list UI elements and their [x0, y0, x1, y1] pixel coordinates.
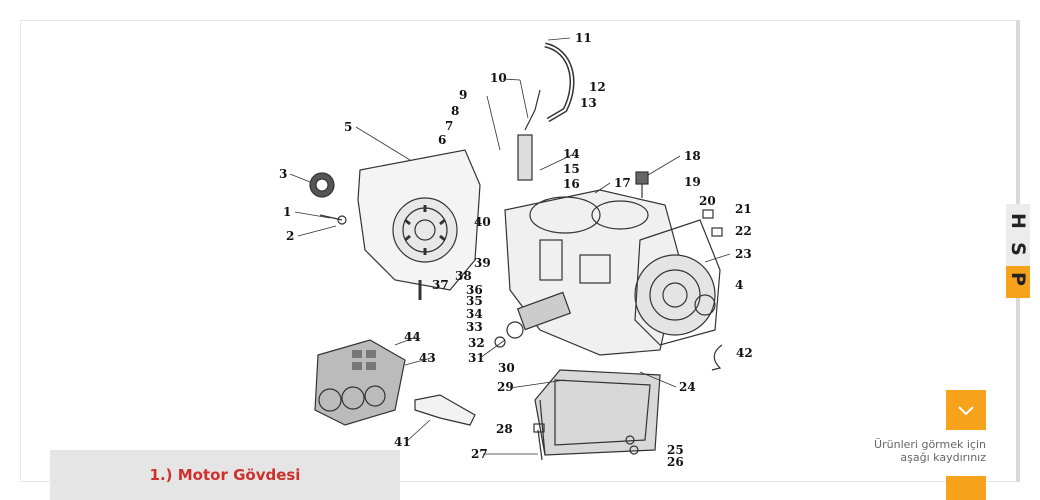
scroll-hint-line2: aşağı kaydırınız: [900, 451, 986, 464]
callout-39: 39: [474, 256, 491, 270]
hsp-letter-p: P: [1007, 272, 1029, 286]
callout-37: 37: [432, 278, 449, 292]
callout-4: 4: [735, 278, 743, 292]
callout-26: 26: [667, 455, 684, 469]
callout-32: 32: [468, 336, 485, 350]
callout-31: 31: [468, 351, 485, 365]
scroll-down-button[interactable]: [946, 390, 986, 430]
callout-28: 28: [496, 422, 513, 436]
callout-7: 7: [445, 119, 453, 133]
callout-38: 38: [455, 269, 472, 283]
hsp-side-logo[interactable]: H S P: [1006, 204, 1030, 298]
callout-18: 18: [684, 149, 701, 163]
callout-5: 5: [344, 120, 352, 134]
chevron-down-icon: [958, 406, 974, 416]
callout-6: 6: [438, 133, 446, 147]
callout-8: 8: [451, 104, 459, 118]
callout-21: 21: [735, 202, 752, 216]
callout-34: 34: [466, 307, 483, 321]
callout-9: 9: [459, 88, 467, 102]
callout-25: 25: [667, 443, 684, 457]
callout-11: 11: [575, 31, 592, 45]
callout-1: 1: [283, 205, 291, 219]
scroll-hint: Ürünleri görmek için aşağı kaydırınız: [858, 438, 986, 464]
callout-16: 16: [563, 177, 580, 191]
callout-19: 19: [684, 175, 701, 189]
hsp-letter-s: S: [1007, 242, 1029, 256]
callout-20: 20: [699, 194, 716, 208]
callout-14: 14: [563, 147, 580, 161]
callout-44: 44: [404, 330, 421, 344]
callout-36: 36: [466, 283, 483, 297]
callout-42: 42: [736, 346, 753, 360]
callout-40: 40: [474, 215, 491, 229]
callout-33: 33: [466, 320, 483, 334]
callout-30: 30: [498, 361, 515, 375]
part-title-bar: 1.) Motor Gövdesi: [50, 450, 400, 500]
callout-43: 43: [419, 351, 436, 365]
callout-17: 17: [614, 176, 631, 190]
scroll-hint-line1: Ürünleri görmek için: [874, 438, 986, 451]
callout-13: 13: [580, 96, 597, 110]
callout-29: 29: [497, 380, 514, 394]
callout-15: 15: [563, 162, 580, 176]
callout-22: 22: [735, 224, 752, 238]
callout-12: 12: [589, 80, 606, 94]
hsp-logo-accent: [1006, 266, 1030, 298]
callout-35: 35: [466, 294, 483, 308]
callout-23: 23: [735, 247, 752, 261]
callout-10: 10: [490, 71, 507, 85]
scroll-indicator-stub: [946, 476, 986, 500]
callout-27: 27: [471, 447, 488, 461]
callout-41: 41: [394, 435, 411, 449]
callout-3: 3: [279, 167, 287, 181]
callout-2: 2: [286, 229, 294, 243]
hsp-letter-h: H: [1007, 213, 1029, 229]
callout-24: 24: [679, 380, 696, 394]
part-title: 1.) Motor Gövdesi: [149, 466, 301, 484]
